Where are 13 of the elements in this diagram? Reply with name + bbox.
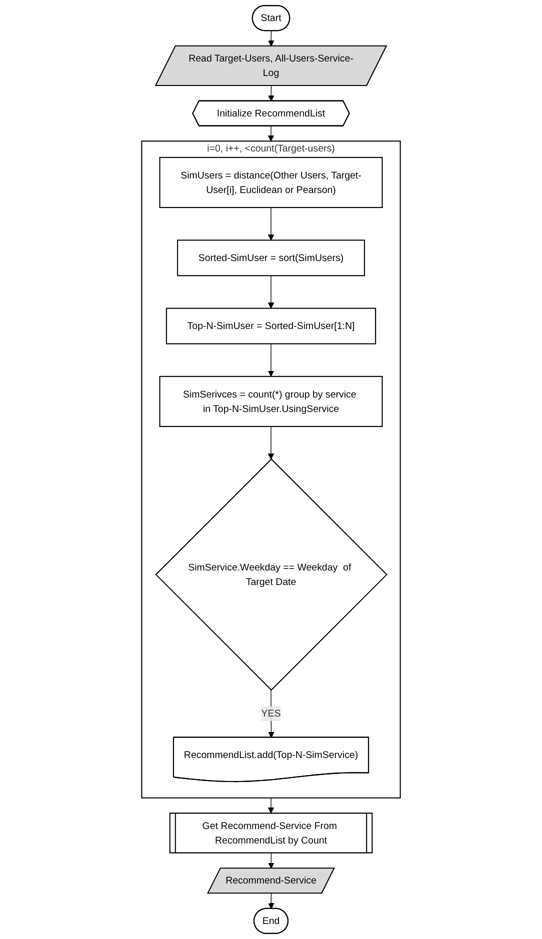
process-box: Top-N-SimUser = Sorted-SimUser[1:N] (166, 308, 376, 344)
terminal-node: Start (252, 5, 290, 32)
preparation-hexagon: Initialize RecommendList (192, 100, 350, 126)
process-box: Sorted-SimUser = sort(SimUsers) (177, 240, 365, 276)
input-output-box: Read Target-Users, All-Users-Service-Log (154, 45, 388, 86)
document-box: RecommendList.add(Top-N-SimService) (172, 736, 370, 782)
edge-label: YES (261, 706, 281, 721)
decision-diamond: SimService.Weekday == Weekday of Target Date (155, 458, 388, 691)
process-box: SimUsers = distance(Other Users, Target-User[i], Euclidean or Pearson) (159, 156, 383, 208)
subroutine-box: Get Recommend-Service From RecommendList by Count (169, 812, 373, 854)
process-box: SimSerivces = count(*) group by service in Top-N-SimUser.UsingService (159, 376, 383, 428)
input-output-box: Recommend-Service (206, 868, 336, 894)
terminal-node: End (253, 908, 289, 934)
